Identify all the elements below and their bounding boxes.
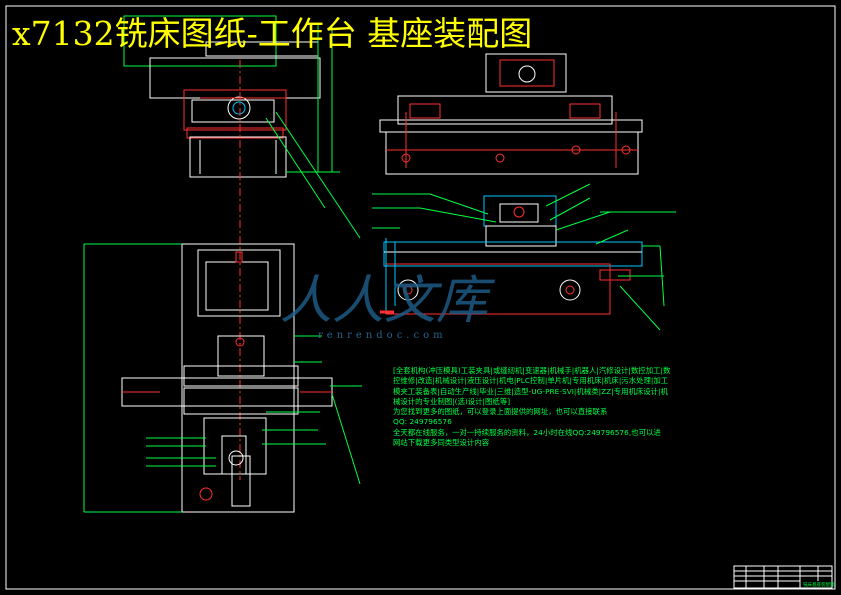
drawing-frame (5, 5, 836, 590)
top-left-view (123, 15, 361, 239)
notes-line: 模夹工装备表|自动生产线|毕业|三维|造型-UG-PRE-SVI|机械类|ZZ|… (393, 386, 668, 396)
section-view (372, 183, 676, 331)
watermark-logo: 人人文库 (280, 271, 496, 331)
watermark-site: renrendoc.com (318, 330, 447, 341)
watermark-brand: 人人文库 (280, 271, 496, 331)
notes-line: 网站下载更多同类型设计内容 (393, 438, 490, 448)
notes-line: 控维修|改造|机械设计|液压设计|机电|PLC控制|单片机|专用机床|机床|污水… (393, 376, 669, 386)
page-title: x7132铣床图纸-工作台 基座装配图 (12, 14, 533, 53)
notes-line: QQ: 249796576 (393, 417, 452, 427)
notes-line: 全天都在线服务，一对一持续服务的资料，24小时在线QQ:249796576,也可… (393, 427, 661, 437)
notes-line: 为您找到更多的图纸，可以登录上面提供的网址，也可以直接联系 (393, 407, 608, 417)
drawing-notes: [全套机构(冲压模具)工装夹具|或缝纫机|变速器|机械手|机器人|汽修设计|数控… (393, 366, 699, 448)
top-right-view (379, 53, 643, 175)
notes-line: 械设计的专业制图|(选)设计|图纸等] (393, 396, 511, 406)
title-block-drawing-name: 铣床基座装配图 (803, 581, 835, 588)
notes-line: [全套机构(冲压模具)工装夹具|或缝纫机|变速器|机械手|机器人|汽修设计|数控… (393, 366, 671, 375)
title-block (733, 565, 833, 589)
plan-view (83, 243, 362, 513)
